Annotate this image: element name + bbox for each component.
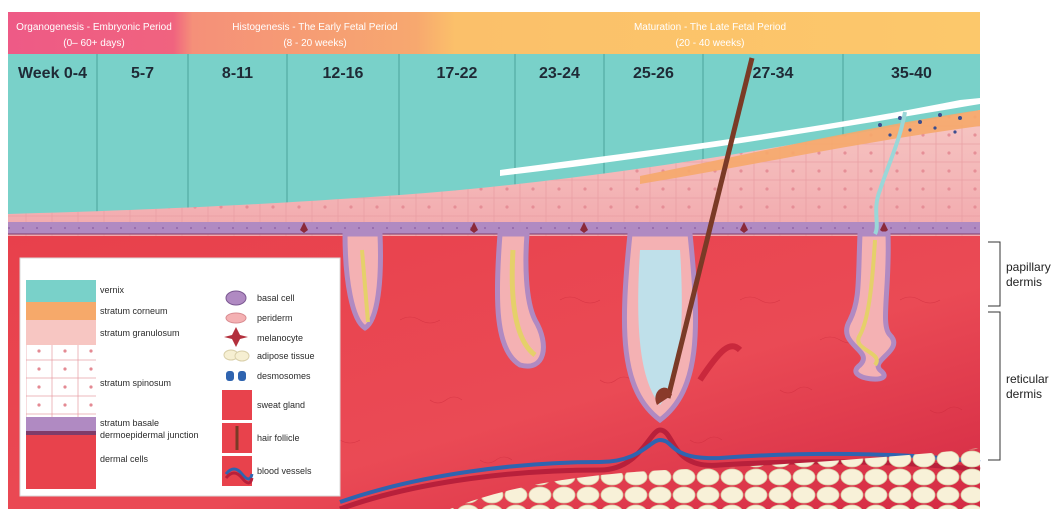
key-spinosum-swatch: [26, 345, 96, 417]
period-embryonic-title: Organogenesis - Embryonic Period: [8, 22, 180, 33]
reticular-dermis-label: reticular dermis: [1006, 372, 1049, 402]
period-late-fetal-range: (20 - 40 weeks): [440, 38, 980, 49]
region-label-line: dermis: [1006, 275, 1051, 290]
sweat-gland-icon: [222, 390, 252, 420]
key-label: stratum corneum: [100, 306, 168, 316]
week-label: Week 0-4: [8, 65, 97, 83]
key-label: hair follicle: [257, 433, 300, 443]
week-label: 27-34: [703, 65, 843, 83]
week-label: 23-24: [515, 65, 604, 83]
period-early-fetal-range: (8 - 20 weeks): [190, 38, 440, 49]
key-label: stratum basale: [100, 418, 159, 428]
key-label: basal cell: [257, 293, 295, 303]
reticular-bracket: [988, 312, 1000, 460]
adipose-tissue-icon: [224, 350, 249, 361]
key-vernix-swatch: [26, 280, 96, 302]
key-basale-swatch: [26, 417, 96, 431]
key-label: vernix: [100, 285, 124, 295]
key-corneum-swatch: [26, 302, 96, 320]
basal-cell-icon: [226, 291, 246, 305]
week-label: 25-26: [604, 65, 703, 83]
week-label: 5-7: [97, 65, 188, 83]
key-label: stratum granulosum: [100, 328, 180, 338]
key-label: stratum spinosum: [100, 378, 171, 388]
week-label: 17-22: [399, 65, 515, 83]
periderm-icon: [226, 313, 246, 323]
key-label: dermal cells: [100, 454, 148, 464]
key-junction-swatch: [26, 431, 96, 435]
key-label: blood vessels: [257, 466, 312, 476]
region-label-line: reticular: [1006, 372, 1049, 387]
week-label: 35-40: [843, 65, 980, 83]
key-title: Key:: [27, 260, 60, 277]
week-label: 8-11: [188, 65, 287, 83]
key-granulosum-swatch: [26, 320, 96, 345]
key-label: periderm: [257, 313, 293, 323]
week-label: 12-16: [287, 65, 399, 83]
key-label: melanocyte: [257, 333, 303, 343]
key-label: sweat gland: [257, 400, 305, 410]
region-label-line: dermis: [1006, 387, 1049, 402]
papillary-bracket: [988, 242, 1000, 306]
key-label: adipose tissue: [257, 351, 315, 361]
period-embryonic-range: (0– 60+ days): [8, 38, 180, 49]
period-late-fetal-title: Maturation - The Late Fetal Period: [440, 22, 980, 33]
region-label-line: papillary: [1006, 260, 1051, 275]
period-early-fetal-title: Histogenesis - The Early Fetal Period: [190, 22, 440, 33]
key-label: dermoepidermal junction: [100, 430, 199, 440]
papillary-dermis-label: papillary dermis: [1006, 260, 1051, 290]
key-label: desmosomes: [257, 371, 311, 381]
key-dermal-swatch: [26, 435, 96, 489]
